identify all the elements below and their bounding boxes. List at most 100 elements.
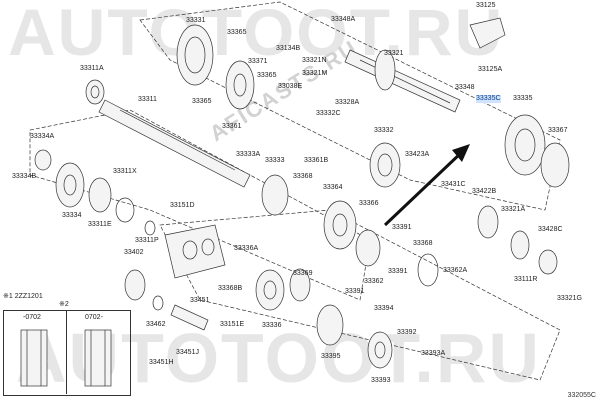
- direction-arrow: [383, 144, 470, 227]
- legend-gear-right: [84, 329, 112, 387]
- part-label-33321M: 33321M: [302, 70, 328, 77]
- part-label-33364: 33364: [323, 184, 343, 191]
- part-label-33335C: 33335C: [476, 95, 501, 103]
- gear-33332: [369, 142, 401, 188]
- legend-frame: [3, 310, 131, 396]
- gear-33311E: [88, 177, 112, 213]
- gear-33371: [225, 60, 255, 110]
- part-label-33125: 33125: [476, 2, 496, 9]
- gear-33393: [367, 331, 393, 369]
- plate-33151D: [164, 224, 226, 279]
- part-label-33362: 33362: [364, 278, 384, 285]
- snap-ring-33311P: [144, 220, 156, 236]
- legend-col-2-label: 0702-: [85, 314, 103, 321]
- part-label-33332C: 33332C: [316, 110, 341, 117]
- part-label-33368-a: 33368: [293, 173, 313, 180]
- ring-33362A: [417, 253, 439, 287]
- gear-33331: [176, 24, 214, 86]
- variant-legend: ※1 2ZZ1201 ※2 -0702 0702-: [3, 292, 133, 396]
- part-label-33111R: 33111R: [514, 276, 538, 283]
- part-label-33391-c: 33391: [345, 288, 365, 295]
- part-label-33394: 33394: [374, 305, 394, 312]
- part-label-33369: 33369: [293, 270, 313, 277]
- part-label-33125A: 33125A: [478, 66, 503, 73]
- bearing-33311A: [85, 79, 105, 105]
- part-label-33151E: 33151E: [220, 321, 245, 328]
- gear-33336: [255, 269, 285, 311]
- snap-ring-33462: [152, 295, 164, 311]
- part-label-33365-c: 33365: [192, 98, 212, 105]
- part-label-33151D: 33151D: [170, 202, 195, 209]
- part-label-33402: 33402: [124, 249, 144, 256]
- part-label-33368-b: 33368: [413, 240, 433, 247]
- part-label-33332: 33332: [374, 127, 394, 134]
- main-shaft-upper: [344, 49, 461, 113]
- part-label-33423A: 33423A: [405, 151, 430, 158]
- part-label-33367: 33367: [548, 127, 568, 134]
- part-label-33348A: 33348A: [331, 16, 356, 23]
- gear-33321A: [477, 205, 499, 239]
- part-label-33334: 33334: [62, 212, 82, 219]
- part-label-33462: 33462: [146, 321, 166, 328]
- fork-33125: [469, 17, 506, 49]
- part-label-33365-b: 33365: [257, 72, 277, 79]
- part-label-33393A: 33393A: [421, 350, 446, 357]
- part-label-33451J: 33451J: [176, 349, 199, 356]
- part-label-33334B: 33334B: [12, 173, 37, 180]
- figure-code: 332055C: [567, 392, 596, 399]
- part-label-33422B: 33422B: [472, 188, 497, 195]
- part-label-33393: 33393: [371, 377, 391, 384]
- part-label-33335: 33335: [513, 95, 533, 102]
- part-label-33333: 33333: [265, 157, 285, 164]
- part-label-33038E: 33038E: [278, 83, 303, 90]
- legend-gear-left: [20, 329, 48, 387]
- part-label-33428C: 33428C: [538, 226, 563, 233]
- bearing-33334A: [34, 149, 52, 171]
- part-label-33361B: 33361B: [304, 157, 329, 164]
- part-label-33321: 33321: [384, 50, 404, 57]
- gear-33395: [316, 304, 344, 346]
- snap-ring-33311X: [115, 197, 135, 223]
- gear-33321G: [538, 249, 558, 275]
- counter-shaft: [98, 99, 251, 188]
- part-label-33311E: 33311E: [88, 221, 112, 228]
- gear-33334: [55, 162, 85, 208]
- part-label-33348: 33348: [455, 84, 475, 91]
- gear-33111R: [510, 230, 530, 260]
- gear-33333: [261, 174, 289, 216]
- part-label-33392: 33392: [397, 329, 417, 336]
- gear-33335: [540, 142, 570, 188]
- legend-divider: [66, 310, 67, 394]
- part-label-33311X: 33311X: [113, 168, 137, 175]
- part-label-33391-a: 33391: [392, 224, 412, 231]
- part-label-33321A: 33321A: [501, 206, 526, 213]
- part-label-33451: 33451: [190, 297, 210, 304]
- part-label-33361: 33361: [222, 123, 242, 130]
- part-label-33362A: 33362A: [443, 267, 468, 274]
- sleeve-33451: [170, 304, 209, 331]
- part-label-33321G: 33321G: [557, 295, 582, 302]
- watermark-top: AUTOTOOT.RU: [8, 0, 505, 69]
- part-label-33334A: 33334A: [30, 133, 55, 140]
- part-label-33391-b: 33391: [388, 268, 408, 275]
- part-label-33311: 33311: [138, 96, 157, 103]
- part-label-33336A: 33336A: [234, 245, 259, 252]
- legend-note-1: ※1 2ZZ1201: [3, 293, 43, 300]
- part-label-33395: 33395: [321, 353, 341, 360]
- gear-33321: [374, 49, 396, 91]
- part-label-33336: 33336: [262, 322, 282, 329]
- legend-gear-sketches: [20, 329, 112, 387]
- part-label-33431C: 33431C: [441, 181, 466, 188]
- part-label-33368B: 33368B: [218, 285, 243, 292]
- part-label-33134B: 33134B: [276, 45, 301, 52]
- legend-note-2: ※2: [59, 301, 69, 308]
- gear-33402: [124, 269, 146, 301]
- part-label-33311P: 33311P: [135, 237, 159, 244]
- gear-33366: [355, 229, 381, 267]
- part-label-33365-a: 33365: [227, 29, 247, 36]
- bottom-group-frame: [159, 209, 561, 381]
- part-label-33366: 33366: [359, 200, 379, 207]
- part-label-33371: 33371: [248, 58, 268, 65]
- part-label-33451H: 33451H: [149, 359, 174, 366]
